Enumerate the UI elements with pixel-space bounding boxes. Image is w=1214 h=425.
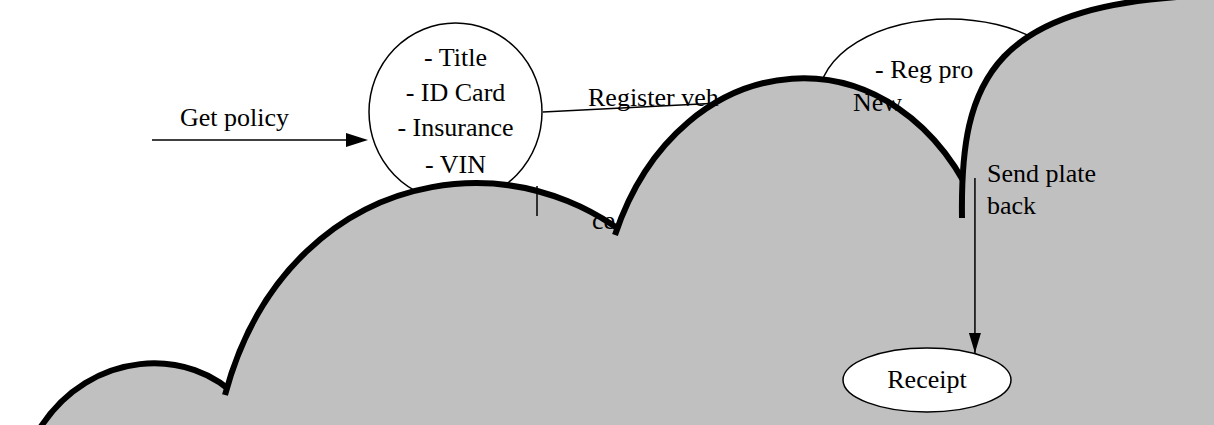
flow-connector (974, 178, 976, 353)
edge-label: Send plate back (987, 158, 1117, 222)
edge-label: Register veh (588, 82, 719, 114)
node-text: - Title (368, 41, 543, 75)
cloud-fill (962, 0, 1214, 425)
ellipse-shape (843, 348, 1011, 412)
input-arrow-line (152, 139, 348, 141)
node-text: - VIN (368, 148, 543, 182)
node-text: - Insurance (368, 111, 543, 145)
cloud-outline (225, 183, 680, 395)
cloud-fill (225, 183, 680, 425)
flow-label: ce (592, 205, 615, 237)
flow-label: Get policy (180, 102, 289, 134)
node-text: New (853, 86, 902, 120)
input-arrow-head (346, 133, 368, 147)
ellipse-shape (369, 23, 542, 201)
ellipse-shape (819, 19, 1079, 177)
branch-line (536, 186, 538, 216)
document-ellipse: - Title- ID Card- Insurance- VIN (368, 22, 543, 202)
node-text: Receipt (842, 363, 1012, 397)
cloud-outline (40, 363, 240, 425)
cloud-fill (40, 363, 240, 425)
node-text: - Reg pro (875, 53, 973, 87)
node-text: - ID Card (368, 76, 543, 110)
output-ellipse: Receipt (842, 347, 1012, 413)
